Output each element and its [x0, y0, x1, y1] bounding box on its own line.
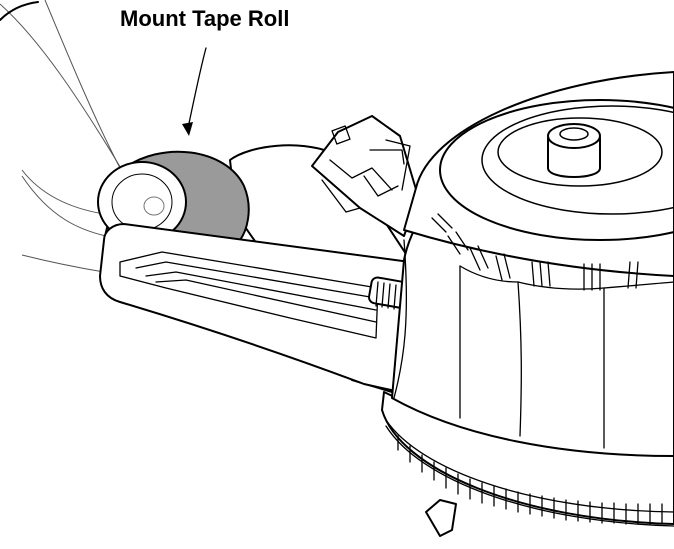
- dial-ticks: [397, 435, 663, 525]
- drum-facets: [393, 239, 674, 449]
- dial-pointer: [425, 499, 457, 537]
- spindle: [547, 123, 601, 178]
- leader-arrow: [182, 47, 207, 136]
- dispenser-housing: [381, 71, 674, 537]
- diagram-title: Mount Tape Roll: [120, 6, 290, 31]
- vent-slots: [431, 213, 639, 291]
- guide-lines: [0, 0, 123, 273]
- corner-arc: [0, 1, 39, 21]
- tape-roll: [97, 150, 250, 243]
